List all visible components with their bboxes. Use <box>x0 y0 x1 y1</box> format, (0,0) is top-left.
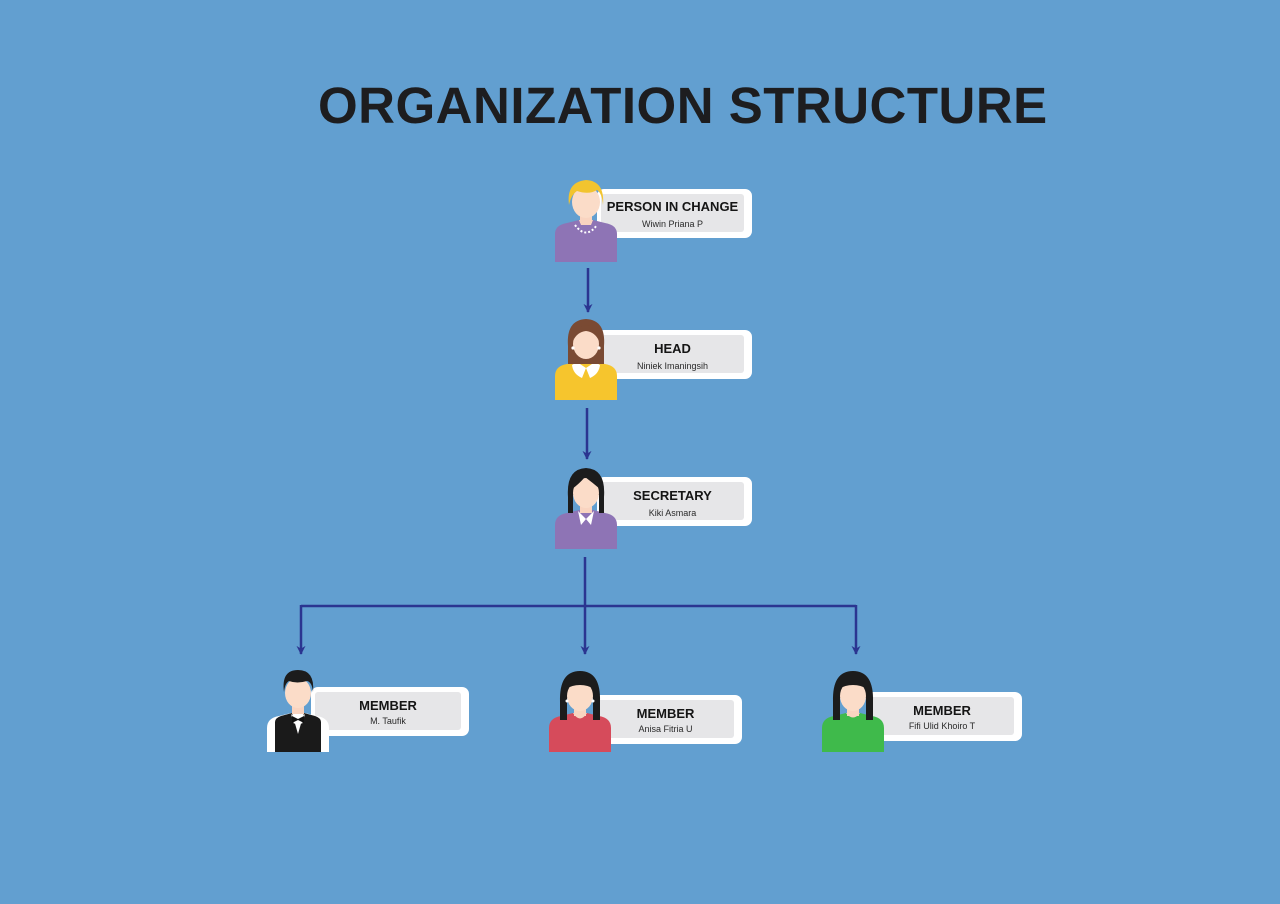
role-label: MEMBER <box>636 706 695 721</box>
card-member-2: MEMBER Anisa Fitria U <box>593 695 742 744</box>
person-name: Kiki Asmara <box>648 508 697 518</box>
node-secretary: SECRETARY Kiki Asmara <box>555 465 755 551</box>
card-member-1: MEMBER M. Taufik <box>311 687 469 736</box>
role-label: MEMBER <box>913 703 971 718</box>
card-person-in-change: PERSON IN CHANGE Wiwin Priana P <box>597 189 752 238</box>
node-member-3: MEMBER Fifi Ulid Khoiro T <box>822 668 1032 754</box>
woman-black-hair-shirt-avatar <box>555 468 617 549</box>
man-bowtie-vest-avatar <box>267 670 329 752</box>
role-label: SECRETARY <box>633 488 712 503</box>
node-person-in-change: PERSON IN CHANGE Wiwin Priana P <box>555 178 755 264</box>
card-head: HEAD Niniek Imaningsih <box>597 330 752 379</box>
woman-black-hair-red-avatar <box>549 671 611 752</box>
woman-black-hair-green-avatar <box>822 671 884 752</box>
card-secretary: SECRETARY Kiki Asmara <box>597 477 752 526</box>
woman-blonde-necklace-avatar <box>555 180 617 262</box>
role-label: PERSON IN CHANGE <box>606 199 739 214</box>
person-name: M. Taufik <box>370 716 406 726</box>
person-name: Niniek Imaningsih <box>636 361 709 371</box>
role-label: MEMBER <box>359 698 417 713</box>
role-label: HEAD <box>654 341 691 356</box>
page-title: ORGANIZATION STRUCTURE <box>318 77 1048 134</box>
node-head: HEAD Niniek Imaningsih <box>555 316 755 402</box>
person-name: Fifi Ulid Khoiro T <box>908 721 976 731</box>
woman-brown-hair-collar-avatar <box>555 319 617 400</box>
person-name: Wiwin Priana P <box>641 219 704 229</box>
node-member-2: MEMBER Anisa Fitria U <box>549 668 749 754</box>
node-member-1: MEMBER M. Taufik <box>267 668 477 754</box>
card-member-3: MEMBER Fifi Ulid Khoiro T <box>866 692 1022 741</box>
person-name: Anisa Fitria U <box>638 724 693 734</box>
